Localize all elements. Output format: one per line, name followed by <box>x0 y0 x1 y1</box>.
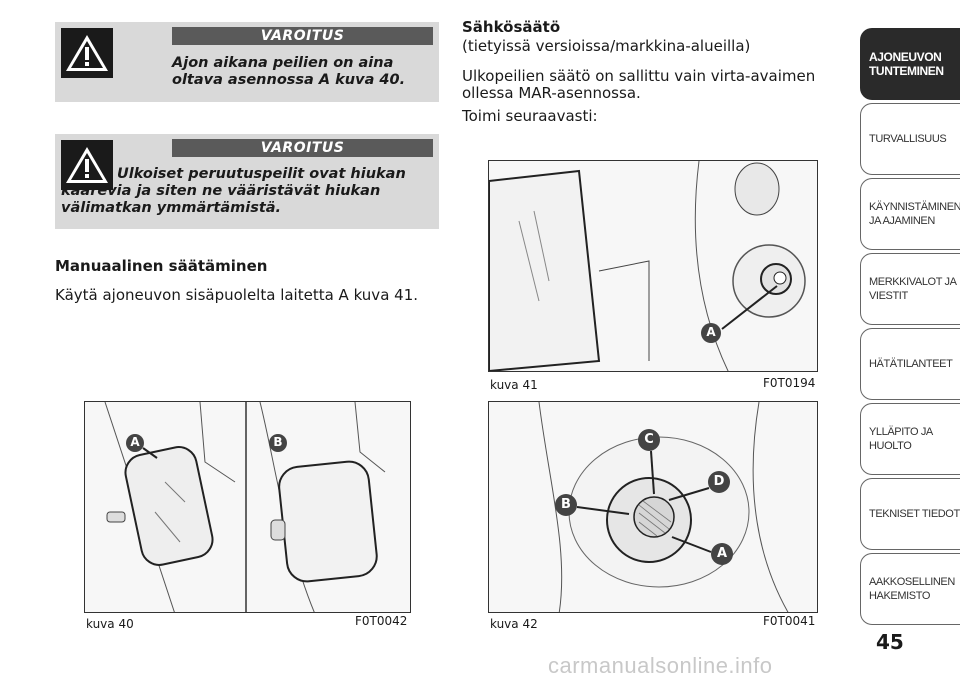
figure-41: A <box>488 160 818 372</box>
warning-text: Ulkoiset peruutuspeilit ovat hiukan kaar… <box>61 166 406 216</box>
warning-triangle-icon <box>61 28 113 78</box>
electric-text: Ulkopeilien säätö on sallittu vain virta… <box>462 67 816 102</box>
electric-subheading: (tietyissä versioissa/markkina-alueilla) <box>462 37 751 55</box>
tab-label: AJONEUVON TUNTEMINEN <box>869 50 944 78</box>
section-heading-manual: Manuaalinen säätäminen <box>55 257 268 275</box>
tab-turvallisuus[interactable]: TURVALLISUUS <box>860 103 960 175</box>
tab-hatatilanteet[interactable]: HÄTÄTILANTEET <box>860 328 960 400</box>
tab-label: TEKNISET TIEDOT <box>869 508 960 520</box>
warning-box-1: VAROITUS Ajon aikana peilien on aina olt… <box>55 22 439 102</box>
electric-text-2: Toimi seuraavasti: <box>462 107 598 125</box>
warning-text: Ajon aikana peilien on aina oltava asenn… <box>172 55 406 88</box>
warning-title: VAROITUS <box>172 139 433 157</box>
figure-label: C <box>644 432 654 447</box>
manual-text: Käytä ajoneuvon sisäpuolelta laitetta A … <box>55 286 419 304</box>
figure-42: C D B A <box>488 401 818 613</box>
tab-tekniset-tiedot[interactable]: TEKNISET TIEDOT <box>860 478 960 550</box>
figure-code: F0T0194 <box>763 376 816 390</box>
tab-label: KÄYNNISTÄMINEN JA AJAMINEN <box>869 201 960 227</box>
page-number: 45 <box>876 630 904 654</box>
tab-label: HÄTÄTILANTEET <box>869 358 953 370</box>
tab-yllapito[interactable]: YLLÄPITO JA HUOLTO <box>860 403 960 475</box>
figure-label: A <box>130 435 140 449</box>
watermark: carmanualsonline.info <box>548 653 773 678</box>
tab-ajoneuvon-tunteminen[interactable]: AJONEUVON TUNTEMINEN <box>860 28 960 100</box>
warning-box-2: VAROITUS Ulkoiset peruutuspeilit ovat hi… <box>55 134 439 229</box>
figure-label: B <box>273 435 283 449</box>
tab-kaynnistaminen[interactable]: KÄYNNISTÄMINEN JA AJAMINEN <box>860 178 960 250</box>
figure-label: B <box>561 497 571 512</box>
figure-caption: kuva 41 <box>490 378 538 392</box>
warning-triangle-icon <box>61 140 113 190</box>
figure-label: A <box>706 325 716 339</box>
figure-label: D <box>713 474 725 489</box>
tab-label: MERKKIVALOT JA VIESTIT <box>869 276 957 302</box>
section-heading-electric: Sähkösäätö <box>462 18 561 36</box>
figure-caption: kuva 40 <box>86 617 134 631</box>
tab-label: YLLÄPITO JA HUOLTO <box>869 426 933 452</box>
tab-label: TURVALLISUUS <box>869 133 947 145</box>
figure-code: F0T0042 <box>355 614 408 628</box>
figure-caption: kuva 42 <box>490 617 538 631</box>
tab-merkkivalot[interactable]: MERKKIVALOT JA VIESTIT <box>860 253 960 325</box>
figure-label: A <box>716 546 728 561</box>
warning-title: VAROITUS <box>172 27 433 45</box>
figure-40: A B <box>84 401 411 613</box>
figure-code: F0T0041 <box>763 614 816 628</box>
tab-label: AAKKOSELLINEN HAKEMISTO <box>869 576 955 602</box>
tab-aakkosellinen[interactable]: AAKKOSELLINEN HAKEMISTO <box>860 553 960 625</box>
